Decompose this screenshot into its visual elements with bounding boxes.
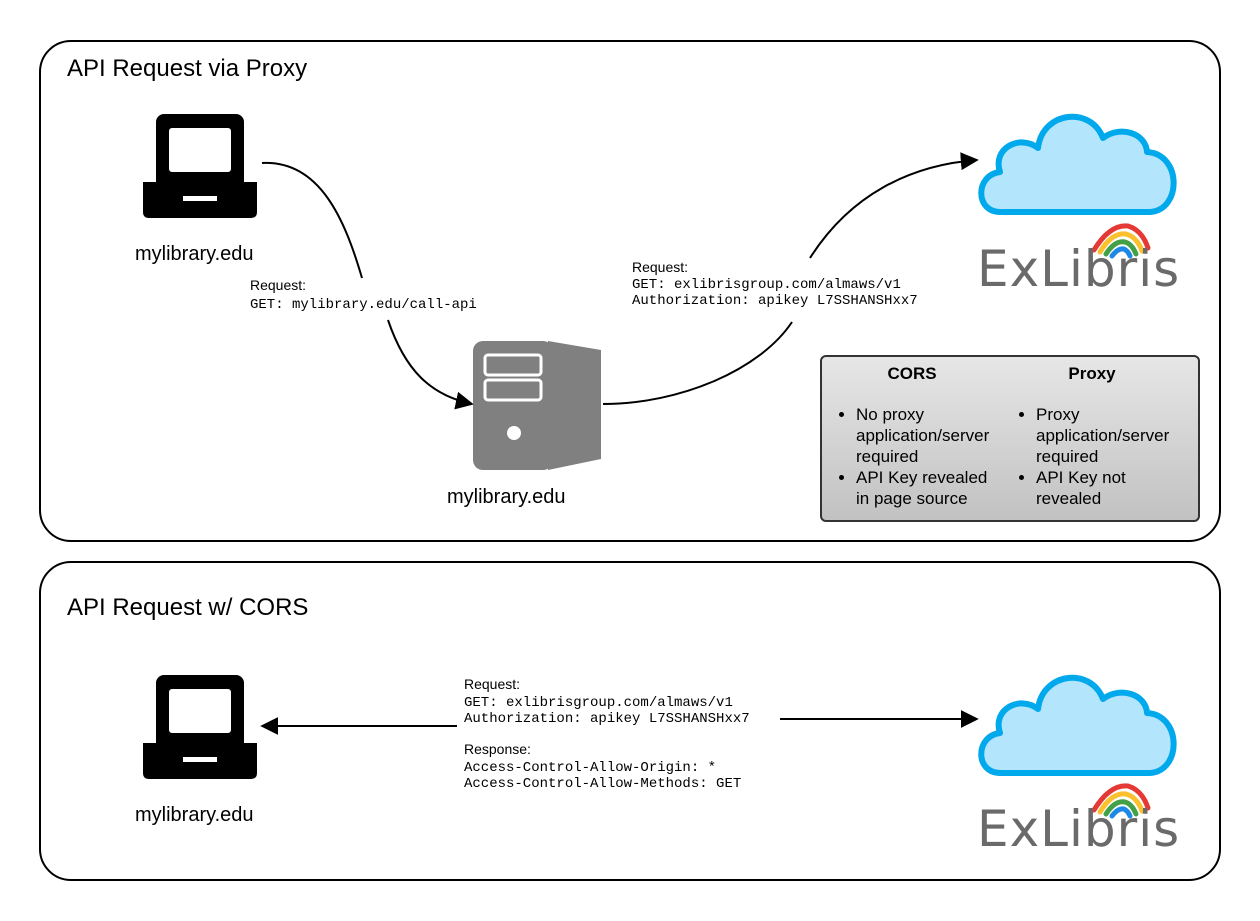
response-code: Access-Control-Allow-Origin: * Access-Co… (464, 760, 742, 792)
server-label: mylibrary.edu (447, 486, 566, 508)
exlibris-logo: ExLibris (977, 800, 1181, 858)
arrow-proxy-to-cloud (602, 321, 793, 405)
proxy-column: Proxy Proxy application/server required … (1002, 357, 1182, 509)
laptop-icon (143, 114, 257, 218)
request-code: GET: exlibrisgroup.com/almaws/v1 Authori… (632, 277, 918, 309)
request-code: GET: exlibrisgroup.com/almaws/v1 Authori… (464, 695, 750, 727)
request-code: GET: mylibrary.edu/call-api (250, 297, 477, 313)
rainbow-logo-mark-icon (1091, 783, 1151, 819)
list-item: API Key revealed in page source (856, 467, 1002, 509)
cors-panel-title: API Request w/ CORS (67, 594, 309, 621)
cloud-icon (978, 674, 1177, 776)
list-item: No proxy application/server required (856, 404, 1002, 467)
exlibris-logo: ExLibris (977, 240, 1181, 298)
arrow-proxy-to-cloud-upper (809, 152, 979, 259)
request-label: Request: (464, 676, 521, 692)
client-label: mylibrary.edu (135, 804, 254, 826)
cors-column: CORS No proxy application/server require… (822, 357, 1002, 509)
rainbow-logo-mark-icon (1091, 223, 1151, 259)
arrow-client-to-proxy-lower (387, 319, 474, 410)
client-label: mylibrary.edu (135, 243, 254, 265)
response-label: Response: (464, 741, 531, 757)
server-icon (473, 341, 601, 470)
arrow-client-to-proxy (261, 161, 363, 279)
request-label: Request: (632, 259, 689, 275)
proxy-panel-title: API Request via Proxy (67, 55, 308, 82)
cors-list: No proxy application/server required API… (822, 404, 1002, 509)
list-item: API Key not revealed (1036, 467, 1182, 509)
proxy-heading: Proxy (1068, 364, 1116, 383)
cloud-icon (978, 113, 1177, 215)
request-label: Request: (250, 277, 307, 293)
cors-heading: CORS (887, 364, 937, 383)
laptop-icon (143, 675, 257, 779)
list-item: Proxy application/server required (1036, 404, 1182, 467)
comparison-box: CORS No proxy application/server require… (820, 355, 1200, 522)
proxy-list: Proxy application/server required API Ke… (1002, 404, 1182, 509)
